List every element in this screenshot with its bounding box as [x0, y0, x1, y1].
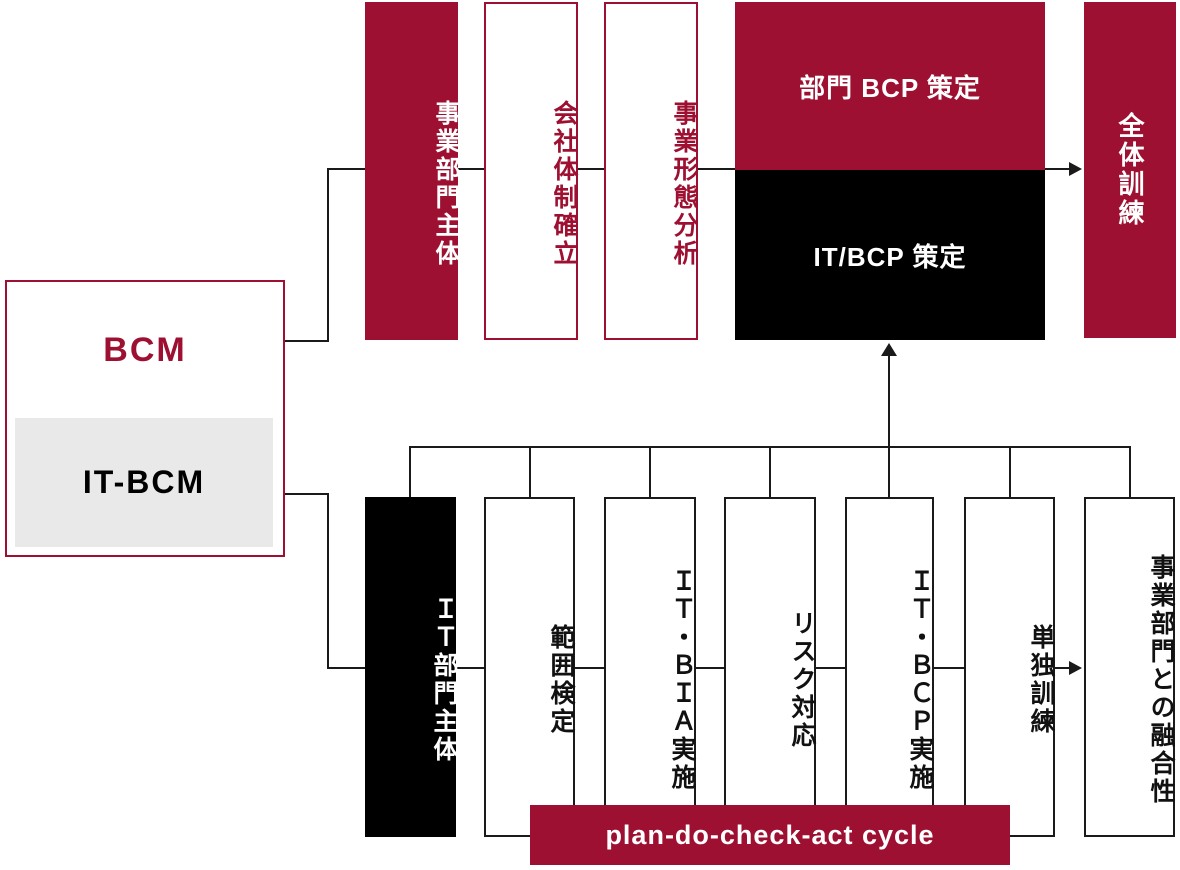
box-it-bia-execution-label: ＩＴ・ＢＩＡ実施	[668, 568, 696, 792]
box-it-bcp-execution-label: ＩＴ・ＢＣＰ実施	[906, 568, 934, 792]
box-business-dept-led-label: 事業部門主体	[432, 100, 460, 268]
box-business-dept-led: 事業部門主体	[365, 2, 460, 340]
arrowhead-to-it-bcp-planning	[881, 343, 897, 356]
connector-itbcm-exit	[271, 493, 329, 495]
box-dept-bcp-planning: 部門 BCP 策定	[735, 2, 1045, 170]
box-it-dept-led: ＩＴ部門主体	[365, 497, 458, 837]
box-company-structure: 会社体制確立	[484, 2, 578, 340]
box-pdca-cycle: plan-do-check-act cycle	[530, 805, 1010, 865]
box-integration-with-business-label: 事業部門との融合性	[1147, 554, 1175, 806]
connector-drop-owner	[409, 446, 411, 498]
box-overall-training: 全体訓練	[1084, 2, 1176, 338]
connector-top-seg-3	[695, 168, 737, 170]
it-bcm-label: IT-BCM	[82, 464, 206, 500]
connector-bottom-seg-4	[813, 667, 847, 669]
connector-bcm-riser	[327, 168, 329, 342]
box-standalone-training: 単独訓練	[964, 497, 1055, 837]
connector-bottom-seg-2	[573, 667, 606, 669]
box-dept-bcp-planning-label: 部門 BCP 策定	[799, 72, 981, 103]
connector-drop-bia	[649, 446, 651, 498]
box-business-form-analysis-label: 事業形態分析	[670, 100, 698, 268]
connector-drop-integration	[1129, 446, 1131, 498]
connector-itbcm-riser	[327, 493, 329, 669]
connector-top-seg-2	[576, 168, 606, 170]
box-standalone-training-label: 単独訓練	[1027, 624, 1055, 736]
connector-drop-risk	[769, 446, 771, 498]
bcm-label: BCM	[103, 330, 187, 369]
box-integration-with-business: 事業部門との融合性	[1084, 497, 1175, 837]
box-it-dept-led-label: ＩＴ部門主体	[430, 596, 458, 764]
box-company-structure-label: 会社体制確立	[550, 100, 578, 268]
connector-top-arrow-line	[1043, 168, 1071, 170]
connector-bcm-to-owner	[327, 168, 367, 170]
box-it-bia-execution: ＩＴ・ＢＩＡ実施	[604, 497, 696, 837]
connector-drop-standalone	[1009, 446, 1011, 498]
box-it-bcm: IT-BCM	[15, 418, 273, 547]
connector-bottom-seg-1	[454, 667, 486, 669]
arrowhead-to-integration	[1069, 661, 1082, 675]
box-risk-response-label: リスク対応	[788, 610, 816, 750]
connector-itbcm-to-owner	[327, 667, 367, 669]
box-risk-response: リスク対応	[724, 497, 816, 837]
connector-bottom-arrow-line	[1053, 667, 1071, 669]
arrowhead-to-overall-training	[1069, 162, 1082, 176]
connector-up-arrow-line	[888, 353, 890, 498]
box-bcm: BCM IT-BCM	[5, 280, 285, 557]
box-business-form-analysis: 事業形態分析	[604, 2, 698, 340]
box-scope-examination-label: 範囲検定	[547, 624, 575, 736]
connector-drop-scope	[529, 446, 531, 498]
connector-bcm-exit	[283, 340, 329, 342]
box-it-bcp-planning-label: IT/BCP 策定	[813, 241, 967, 272]
box-overall-training-label: 全体訓練	[1115, 112, 1145, 228]
box-it-bcp-execution: ＩＴ・ＢＣＰ実施	[845, 497, 934, 837]
connector-top-seg-1	[454, 168, 486, 170]
box-it-bcp-planning: IT/BCP 策定	[735, 170, 1045, 340]
connector-bottom-seg-5	[932, 667, 966, 669]
connector-bottom-seg-3	[693, 667, 726, 669]
pdca-cycle-label: plan-do-check-act cycle	[605, 819, 935, 850]
box-scope-examination: 範囲検定	[484, 497, 575, 837]
